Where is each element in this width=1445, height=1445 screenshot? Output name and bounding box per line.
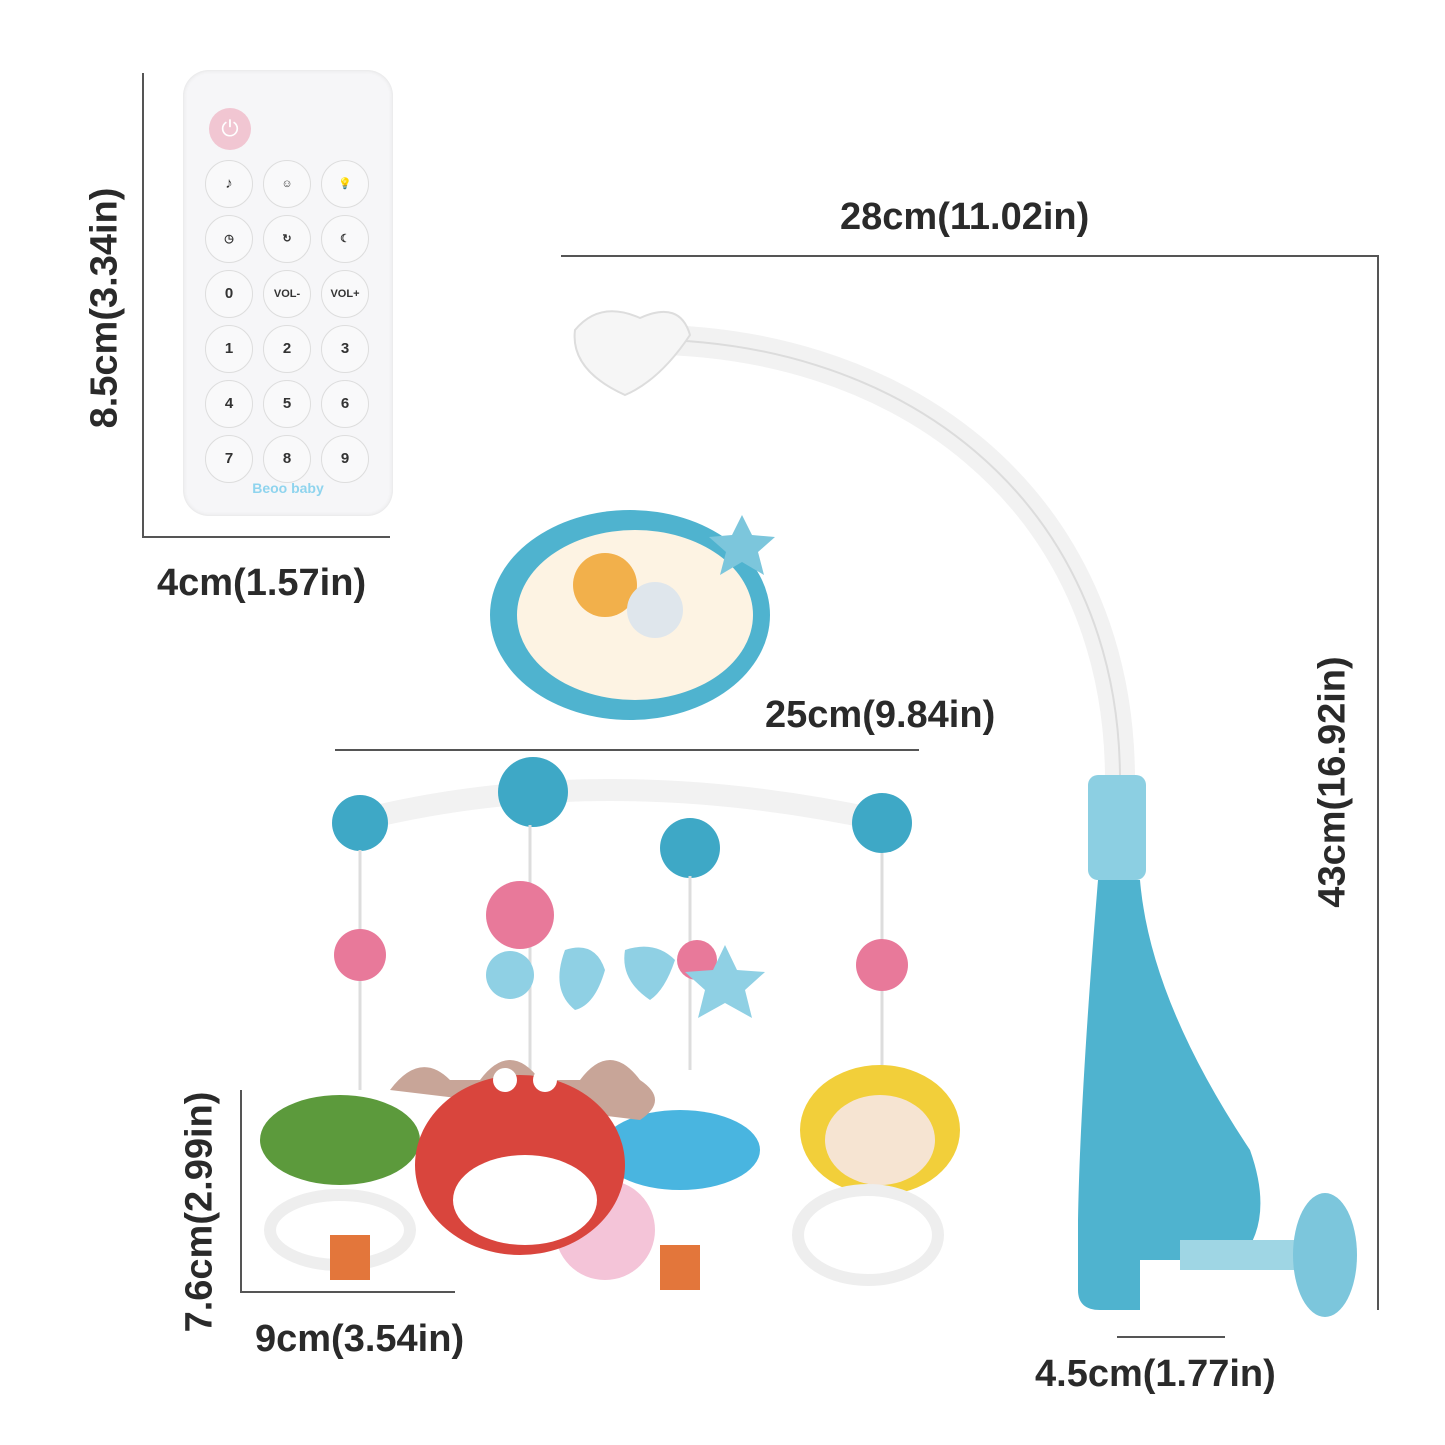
- hanging-bar: [357, 779, 883, 831]
- clamp-screw: [1180, 1240, 1310, 1270]
- remote-width-label: 4cm(1.57in): [157, 562, 367, 604]
- loop-icon: ↻: [263, 215, 311, 263]
- remote-key: 1: [205, 325, 253, 373]
- remote-key: 8: [263, 435, 311, 483]
- elephant-face: [627, 582, 683, 638]
- clamp-body: [1078, 880, 1261, 1310]
- power-icon: ⏻: [209, 108, 251, 150]
- toy-width-label: 9cm(3.54in): [255, 1318, 465, 1360]
- remote-key: ♪: [205, 160, 253, 208]
- remote-key: 4: [205, 380, 253, 428]
- clock-icon: ◷: [205, 215, 253, 263]
- moon-icon: ☾: [321, 215, 369, 263]
- star-button-icon: [709, 515, 775, 575]
- remote-width-line: [142, 536, 390, 538]
- heart-top-icon: [573, 310, 692, 397]
- spring-joint: [1088, 775, 1146, 880]
- clamp-knob: [1293, 1193, 1357, 1317]
- green-toy: [260, 1095, 420, 1185]
- total-height-label: 43cm(16.92in): [1311, 656, 1354, 908]
- toy-height-label: 7.6cm(2.99in): [178, 1091, 221, 1333]
- remote-key: VOL-: [263, 270, 311, 318]
- remote-key: 9: [321, 435, 369, 483]
- clamp-width-label: 4.5cm(1.77in): [1035, 1353, 1276, 1395]
- remote-key: 5: [263, 380, 311, 428]
- toy-width-line: [240, 1291, 455, 1293]
- lion-face: [573, 553, 637, 617]
- remote-height-line: [142, 73, 144, 538]
- bulb-icon: 💡: [321, 160, 369, 208]
- clamp-width-line: [1117, 1336, 1225, 1338]
- mobile-width-label: 25cm(9.84in): [765, 694, 996, 736]
- remote-key: 2: [263, 325, 311, 373]
- arm-width-label: 28cm(11.02in): [840, 196, 1090, 238]
- remote-key: 0: [205, 270, 253, 318]
- mobile-width-line: [335, 749, 919, 751]
- baby-icon: ☺: [263, 160, 311, 208]
- toy-height-line: [240, 1090, 242, 1293]
- remote-key: VOL+: [321, 270, 369, 318]
- blue-toy: [600, 1110, 760, 1190]
- remote-key: 6: [321, 380, 369, 428]
- arm-width-line: [561, 255, 1379, 257]
- remote-height-label: 8.5cm(3.34in): [83, 187, 126, 429]
- total-height-line: [1377, 255, 1379, 1310]
- remote-brand: Beoo baby: [252, 480, 324, 496]
- remote-key: 3: [321, 325, 369, 373]
- remote-key: 7: [205, 435, 253, 483]
